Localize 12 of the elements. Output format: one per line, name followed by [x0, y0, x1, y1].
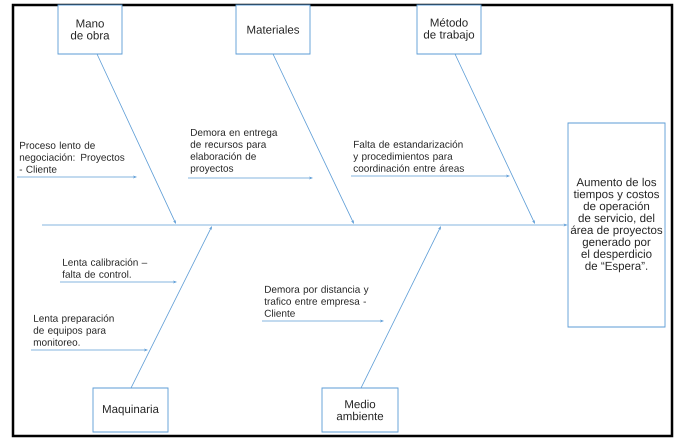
category-box: Materiales — [236, 4, 310, 54]
cause-text: Lenta calibración – falta de control. — [62, 258, 148, 278]
cause-text: Falta de estandarización y procedimientos para coordinación entre áreas — [353, 140, 464, 172]
category-box: Mano de obra — [58, 4, 122, 54]
category-box: Método de trabajo — [416, 4, 482, 54]
category-box: Medio ambiente — [322, 388, 398, 432]
cause-text: Proceso lento de negociación: Proyectos - Cliente — [20, 142, 124, 173]
effect-box: Aumento de los tiempos y costos de operación de servicio, del área de proyectos generado por el desperdicio de “Espera”. — [568, 122, 666, 328]
cause-text: Lenta preparación de equipos para monitoreo. — [34, 314, 114, 346]
cause-text: Demora por distancia y trafico entre empresa - Cliente — [264, 286, 369, 317]
cause-text: Demora en entrega de recursos para elaboración de proyectos — [190, 128, 278, 174]
category-box: Maquinaria — [92, 388, 168, 432]
